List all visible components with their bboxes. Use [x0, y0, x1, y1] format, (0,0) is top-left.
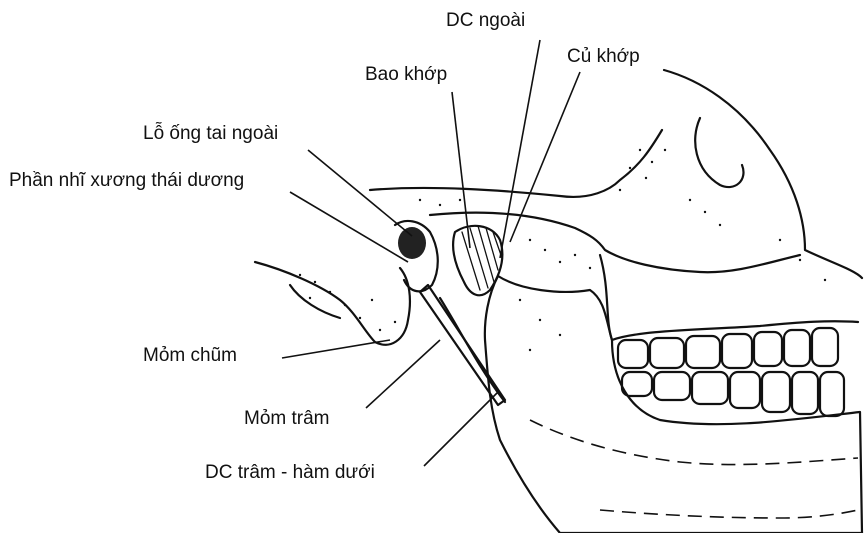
mandible [485, 276, 862, 533]
mandible-lower-dash [600, 510, 858, 518]
leader-lines [282, 40, 580, 466]
lower-tooth-6 [792, 372, 818, 414]
leader-mom-tram [366, 340, 440, 408]
label-lo-ong-tai-ngoai: Lỗ ống tai ngoài [143, 122, 278, 144]
leader-mom-chum [282, 340, 390, 358]
label-cu-khop: Củ khớp [567, 46, 640, 67]
mandibular-canal [530, 420, 858, 465]
lower-tooth-2 [654, 372, 690, 400]
leader-lo-ong-tai-ngoai [308, 150, 412, 236]
lower-tooth-5 [762, 372, 790, 412]
label-phan-nhi-xuong-thai-duong: Phần nhĩ xương thái dương [9, 170, 244, 191]
zygomatic-arch-bottom [430, 213, 800, 273]
labels: DC ngoài Củ khớp Bao khớp Lỗ ống tai ngo… [9, 10, 640, 483]
styloid-process [420, 285, 505, 405]
upper-tooth-7 [812, 328, 838, 366]
teeth [618, 328, 844, 416]
upper-tooth-2 [650, 338, 684, 368]
mastoid-base [290, 285, 340, 318]
zygomatic-arch-top [370, 130, 662, 197]
lower-tooth-4 [730, 372, 760, 408]
lower-tooth-3 [692, 372, 728, 404]
label-dc-ngoai: DC ngoài [446, 10, 525, 31]
leader-dc-tram-ham-duoi [424, 392, 498, 466]
upper-tooth-4 [722, 334, 752, 368]
lower-tooth-7 [820, 372, 844, 416]
leader-bao-khop [452, 92, 470, 248]
upper-tooth-3 [686, 336, 720, 368]
skull-outline [664, 70, 862, 278]
stippling [299, 149, 826, 351]
mastoid-outline [255, 262, 410, 345]
label-bao-khop: Bao khớp [365, 64, 447, 85]
ear-canal [398, 227, 426, 259]
label-mom-chum: Mỏm chũm [143, 345, 237, 366]
leader-dc-ngoai [500, 40, 540, 258]
upper-tooth-1 [618, 340, 648, 368]
upper-tooth-6 [784, 330, 810, 366]
leader-cu-khop [510, 72, 580, 242]
leader-phan-nhi [290, 192, 408, 262]
upper-tooth-5 [754, 332, 782, 366]
orbit [695, 118, 743, 187]
label-mom-tram: Mỏm trâm [244, 408, 330, 429]
label-dc-tram-ham-duoi: DC trâm - hàm dưới [205, 462, 375, 483]
